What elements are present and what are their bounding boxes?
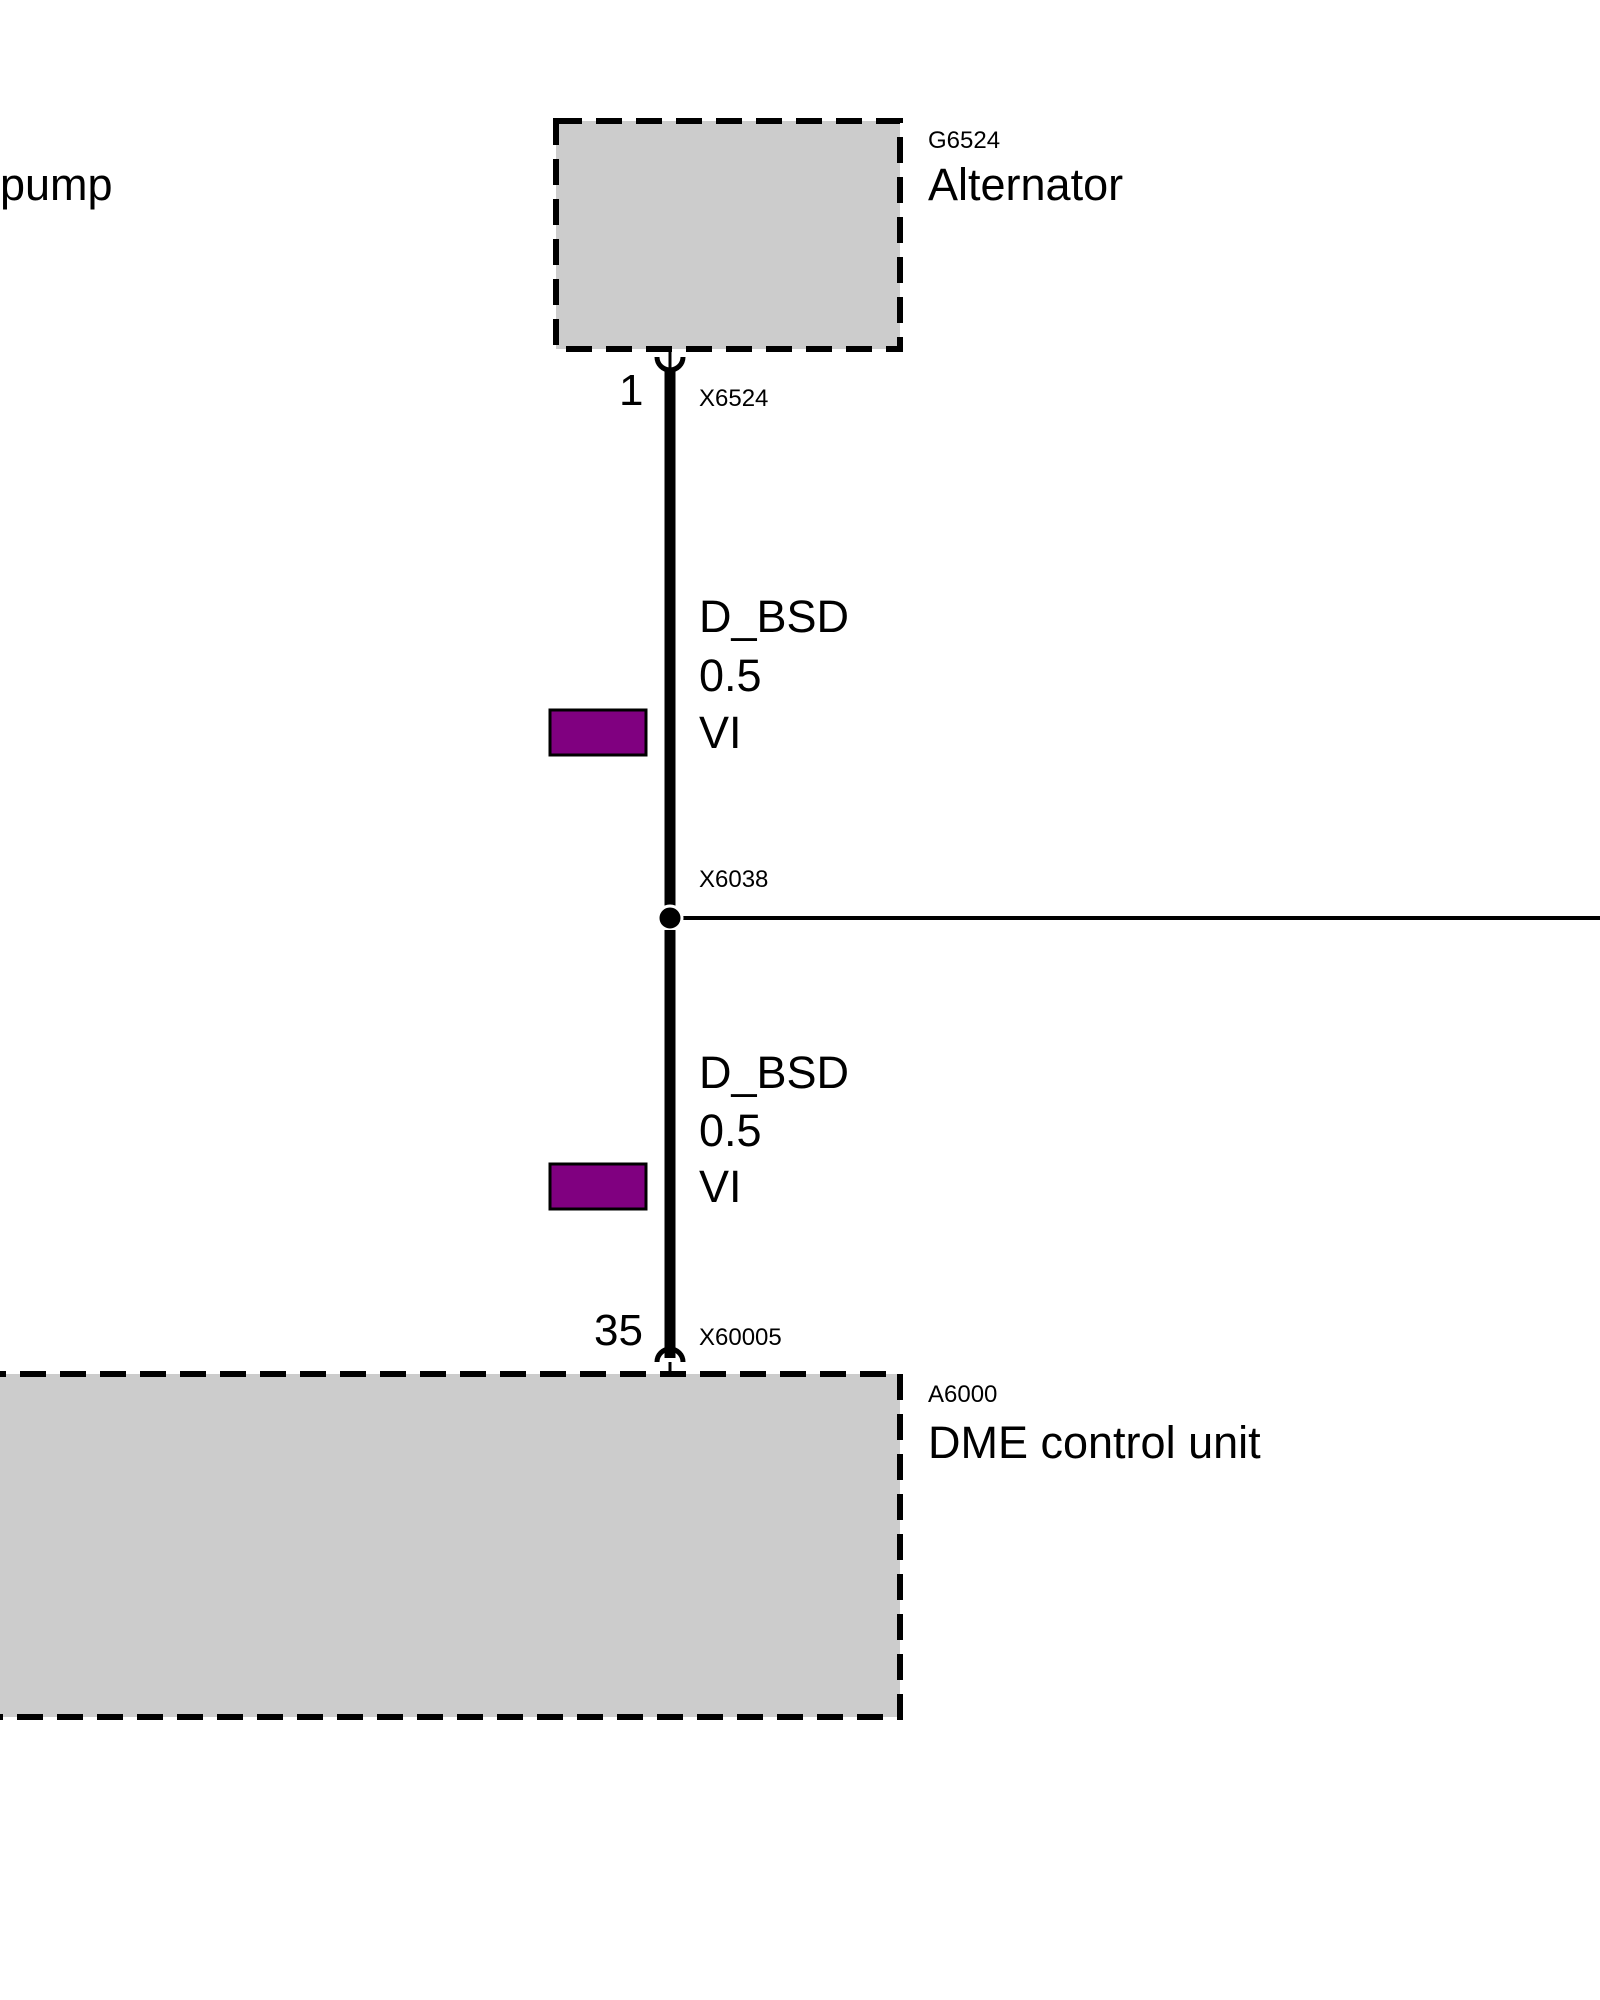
alternator-connector-id: X6524 bbox=[699, 385, 768, 412]
alternator-name: Alternator bbox=[928, 159, 1123, 210]
wire-2-signal: D_BSD bbox=[699, 1047, 849, 1098]
wire-1-signal: D_BSD bbox=[699, 591, 849, 642]
dme-connector-icon bbox=[654, 1346, 686, 1363]
wire-2-color-code: VI bbox=[699, 1161, 742, 1212]
dme-connector-id: X60005 bbox=[699, 1324, 782, 1351]
dme-id: A6000 bbox=[928, 1381, 997, 1408]
wire-1-size: 0.5 bbox=[699, 650, 762, 701]
purple-wire-swatch bbox=[548, 708, 648, 757]
splice-connector-id: X6038 bbox=[699, 866, 768, 893]
alternator-id: G6524 bbox=[928, 127, 1000, 154]
dme-control-unit-box[interactable] bbox=[0, 1371, 903, 1720]
alternator-pin-number: 1 bbox=[619, 366, 643, 415]
fuel-pump-label-fragment: pump bbox=[0, 159, 113, 210]
purple-wire-swatch bbox=[548, 1162, 648, 1211]
splice-node-icon bbox=[656, 904, 684, 932]
wire-1-color-code: VI bbox=[699, 707, 742, 758]
dme-pin-number: 35 bbox=[594, 1306, 643, 1355]
alternator-component-box[interactable] bbox=[553, 118, 903, 352]
wire-2-size: 0.5 bbox=[699, 1105, 762, 1156]
dme-name: DME control unit bbox=[928, 1417, 1261, 1468]
